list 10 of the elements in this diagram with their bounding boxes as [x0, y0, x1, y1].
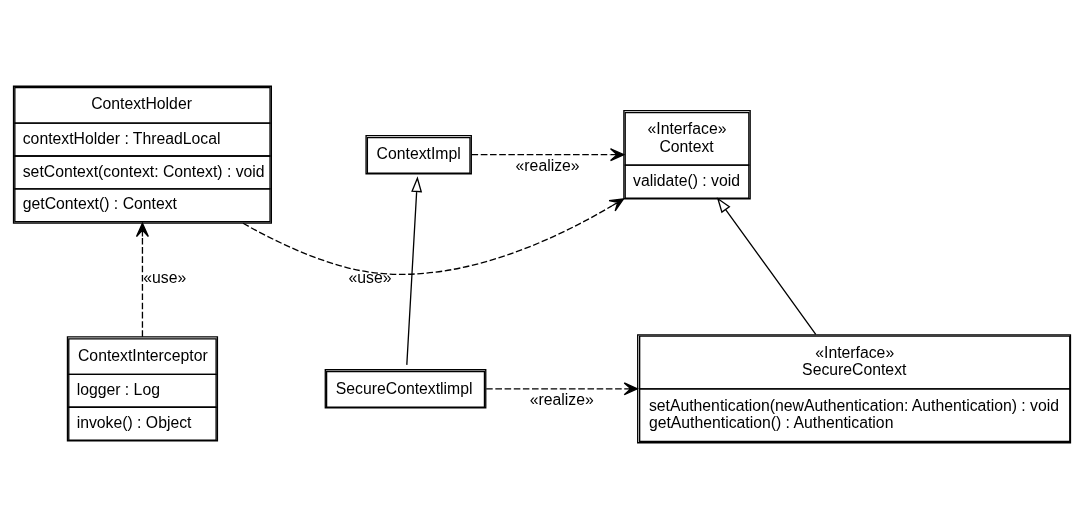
arrow	[242, 198, 625, 275]
edge-label: «use»	[143, 269, 187, 287]
arrow	[716, 197, 817, 336]
edge-label: «realize»	[529, 391, 594, 409]
arrow	[406, 176, 423, 366]
edge-label: «realize»	[515, 157, 580, 175]
arrow	[471, 148, 625, 162]
arrow	[485, 382, 639, 396]
edge-label: «use»	[348, 269, 392, 287]
arrow	[135, 222, 149, 338]
